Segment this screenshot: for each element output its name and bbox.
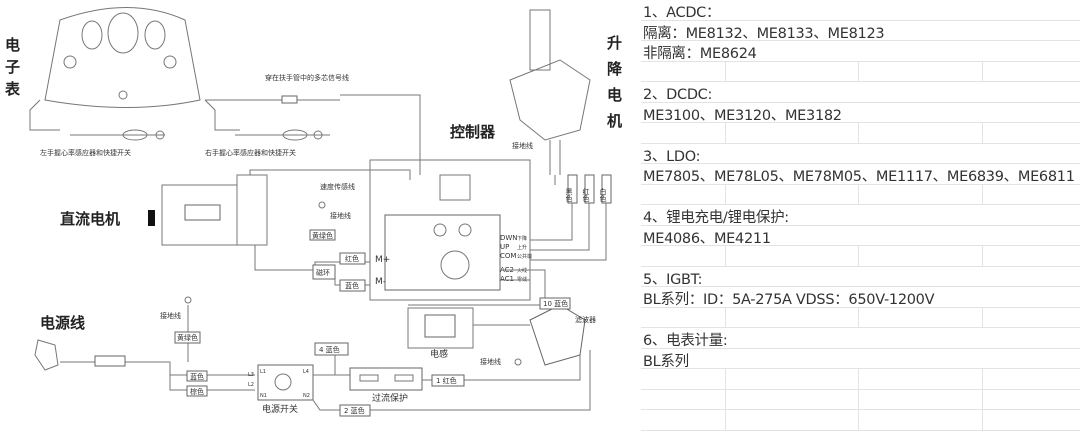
sheet-row[interactable] xyxy=(641,61,1080,82)
sheet-row[interactable]: ME4086、ME4211 xyxy=(641,226,1080,247)
label-controller: 控制器 xyxy=(450,123,496,141)
label-blue-4: 4 蓝色 xyxy=(319,345,340,354)
terminal-note-common: 公共端 xyxy=(517,253,532,260)
label-brown-in: 棕色 xyxy=(190,387,204,396)
label-m-plus: M+ xyxy=(375,255,390,265)
label-ground-4: 接地线 xyxy=(480,357,501,366)
inductor xyxy=(424,314,456,338)
sheet-cell-text: ME4086、ME4211 xyxy=(643,230,771,247)
filter xyxy=(529,304,586,366)
sheet-row[interactable]: 4、锂电充电/锂电保护: xyxy=(641,205,1080,226)
label-red-1: 1 红色 xyxy=(436,376,457,385)
sheet-row[interactable]: 6、电表计量: xyxy=(641,328,1080,349)
label-right-grip: 右手握心率感应器和快捷开关 xyxy=(205,148,296,157)
label-ground-3: 接地线 xyxy=(160,311,181,320)
controller-board xyxy=(384,214,501,291)
label-yellow-green-1: 黄绿色 xyxy=(312,231,333,240)
label-lift-motor-2: 降 xyxy=(607,60,623,78)
label-ground-1: 接地线 xyxy=(512,141,533,150)
sheet-row[interactable]: BL系列 xyxy=(641,349,1080,370)
label-blue-in: 蓝色 xyxy=(190,372,204,381)
sheet-row[interactable]: 2、DCDC: xyxy=(641,82,1080,103)
sheet-row[interactable] xyxy=(641,123,1080,144)
sheet-row[interactable] xyxy=(641,246,1080,267)
terminal-dwn: DWN xyxy=(500,234,518,242)
pin-l2: L2 xyxy=(248,382,254,388)
label-power-cord: 电源线 xyxy=(40,314,85,332)
sheet-cell-text: 1、ACDC： xyxy=(643,5,721,21)
overcurrent-protector xyxy=(349,367,423,391)
sheet-cell-text: BL系列：ID：5A-275A VDSS：650V-1200V xyxy=(643,292,935,308)
sheet-cell-text: ME3100、ME3120、ME3182 xyxy=(643,107,842,124)
label-blue-2: 2 蓝色 xyxy=(344,406,365,415)
label-left-grip: 左手握心率感应器和快捷开关 xyxy=(40,148,131,157)
pin-n1: N1 xyxy=(260,393,267,399)
motor-shaft xyxy=(148,210,155,226)
terminal-up: UP xyxy=(500,243,509,251)
sheet-row[interactable]: 1、ACDC： xyxy=(641,0,1080,21)
pin-n2: N2 xyxy=(303,393,310,399)
label-wire-red: 红色 xyxy=(582,187,590,202)
label-lift-motor-1: 升 xyxy=(607,34,622,52)
label-blue-10: 10 蓝色 xyxy=(543,299,568,308)
pin-l3: L3 xyxy=(248,372,254,378)
pin-l4: L4 xyxy=(303,369,309,375)
sheet-row[interactable] xyxy=(641,389,1080,410)
sheet-row[interactable]: 3、LDO: xyxy=(641,144,1080,165)
treadmill-wiring-diagram: 电 子 表 左手握心率感应器和快捷开关 右手握心率感应器和快捷开关 穿在扶手管中… xyxy=(5,7,623,417)
sheet-cell-text: 5、IGBT: xyxy=(643,271,703,288)
sheet-row[interactable] xyxy=(641,410,1080,431)
label-red: 红色 xyxy=(345,254,359,263)
sheet-row[interactable]: BL系列：ID：5A-275A VDSS：650V-1200V xyxy=(641,287,1080,308)
label-inductor: 电感 xyxy=(430,348,448,360)
sheet-cell-text: 4、锂电充电/锂电保护: xyxy=(643,210,789,226)
label-wire-white: 白色 xyxy=(599,187,607,202)
label-signal-cable: 穿在扶手管中的多芯信号线 xyxy=(265,73,349,82)
lift-motor xyxy=(509,9,591,185)
label-ground-2: 接地线 xyxy=(330,211,351,220)
label-lift-motor-4: 机 xyxy=(607,112,622,130)
terminal-note-up: 上升 xyxy=(517,244,527,251)
sheet-row[interactable] xyxy=(641,184,1080,205)
sheet-row[interactable]: ME7805、ME78L05、ME78M05、ME1117、ME6839、ME6… xyxy=(641,164,1080,185)
sheet-cell-text: BL系列 xyxy=(643,353,689,370)
sheet-row[interactable]: 5、IGBT: xyxy=(641,267,1080,288)
pin-l1: L1 xyxy=(260,369,266,375)
label-e-meter-3: 表 xyxy=(5,80,21,98)
terminal-ac1: AC1 xyxy=(500,275,514,283)
sheet-cell-text: 隔离：ME8132、ME8133、ME8123 xyxy=(643,25,885,42)
label-blue: 蓝色 xyxy=(345,281,359,290)
label-magnet-ring: 磁环 xyxy=(316,268,330,277)
label-overcurrent: 过流保护 xyxy=(372,392,408,404)
sheet-row[interactable]: 非隔离：ME8624 xyxy=(641,41,1080,62)
spreadsheet-notes: 1、ACDC： 隔离：ME8132、ME8133、ME8123 非隔离：ME8624… xyxy=(641,0,1080,431)
label-lift-motor-3: 电 xyxy=(607,86,622,104)
label-yellow-green-2: 黄绿色 xyxy=(177,333,198,342)
sheet-cell-text: 2、DCDC: xyxy=(643,87,713,103)
sheet-row[interactable]: ME3100、ME3120、ME3182 xyxy=(641,103,1080,124)
label-speed-sensor: 速度传感线 xyxy=(320,182,355,191)
label-e-meter-2: 子 xyxy=(5,58,20,76)
label-dc-motor: 直流电机 xyxy=(60,210,120,228)
electronic-meter-console xyxy=(29,7,330,141)
label-wire-black: 黑色 xyxy=(565,188,573,202)
label-m-minus: M- xyxy=(375,277,386,287)
sheet-cell-text: 3、LDO: xyxy=(643,148,701,165)
sheet-row[interactable] xyxy=(641,369,1080,390)
sheet-cell-text: 6、电表计量: xyxy=(643,333,728,349)
terminal-note-down: 下降 xyxy=(517,235,527,242)
label-power-switch: 电源开关 xyxy=(262,403,298,415)
sheet-row[interactable]: 隔离：ME8132、ME8133、ME8123 xyxy=(641,21,1080,42)
label-filter: 滤波器 xyxy=(575,315,596,324)
terminal-com: COM xyxy=(500,252,516,260)
sheet-cell-text: ME7805、ME78L05、ME78M05、ME1117、ME6839、ME6… xyxy=(643,169,1075,185)
sheet-row[interactable] xyxy=(641,307,1080,328)
label-e-meter-1: 电 xyxy=(5,36,20,54)
power-switch xyxy=(257,364,314,401)
sheet-cell-text: 非隔离：ME8624 xyxy=(643,46,757,62)
